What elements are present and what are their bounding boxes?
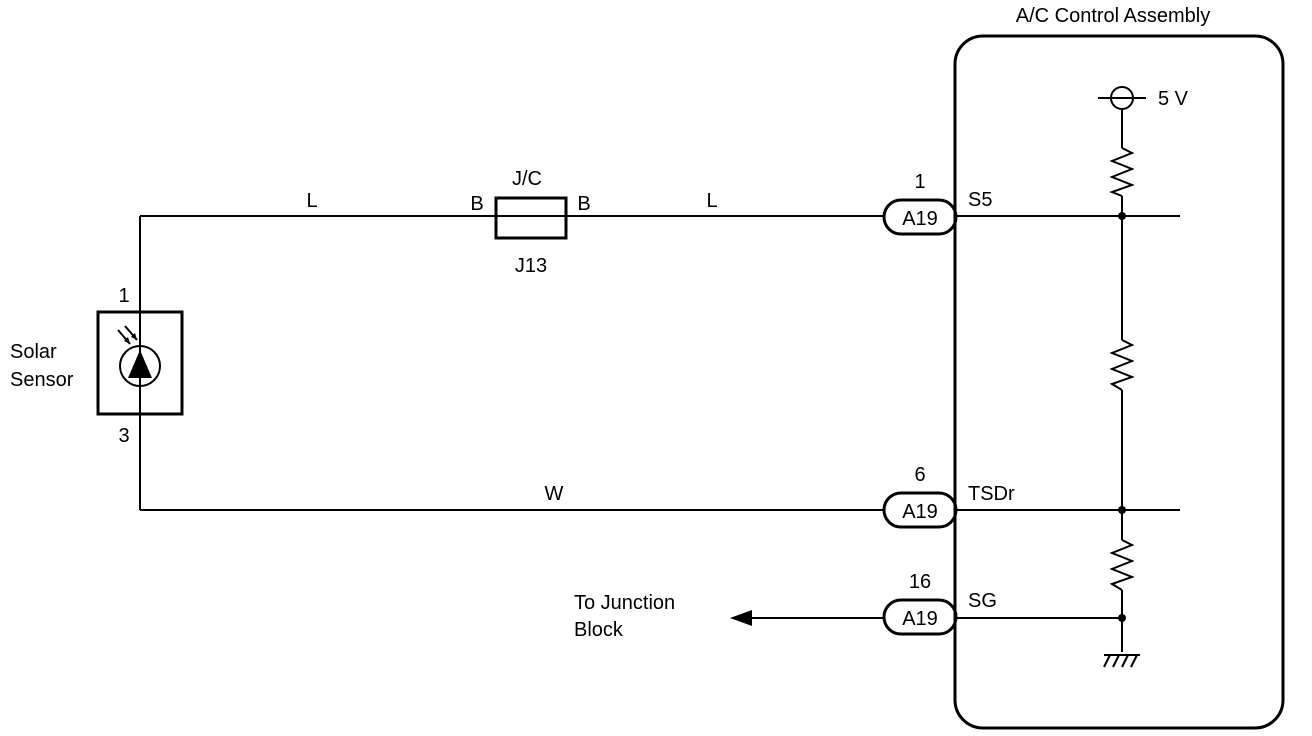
photodiode-icon (117, 325, 161, 387)
destination-line2: Block (574, 619, 624, 641)
signal-label-s5: S5 (968, 189, 992, 211)
sensor-name-line2: Sensor (10, 369, 74, 391)
resistor-middle (1109, 339, 1135, 391)
supply-label: 5 V (1158, 88, 1189, 110)
junction-label-top: J/C (512, 168, 542, 190)
wire-color-top-left: L (306, 190, 317, 212)
arrow-left-icon (730, 610, 752, 626)
junction-wire-right: B (577, 193, 590, 215)
signal-label-sg: SG (968, 590, 997, 612)
assembly-box (953, 34, 1285, 730)
pin-number-6: 6 (914, 464, 925, 486)
signal-label-tsdr: TSDr (968, 483, 1015, 505)
resistor-top (1109, 147, 1135, 197)
junction-wire-left: B (470, 193, 483, 215)
supply-symbol (1098, 86, 1146, 110)
assembly-title: A/C Control Assembly (1016, 5, 1211, 27)
sensor-pin-top: 1 (118, 285, 129, 307)
connector-label-pin16: A19 (902, 608, 938, 630)
destination-line1: To Junction (574, 592, 675, 614)
pin-number-16: 16 (909, 571, 931, 593)
pin-number-1: 1 (914, 171, 925, 193)
connector-label-pin6: A19 (902, 501, 938, 523)
sensor-name-line1: Solar (10, 341, 57, 363)
wire-color-middle: W (545, 483, 564, 505)
ground-icon (1103, 654, 1140, 668)
junction-connector (494, 196, 568, 240)
junction-label-bottom: J13 (515, 255, 547, 277)
connector-label-pin1: A19 (902, 208, 938, 230)
resistor-bottom (1109, 539, 1135, 591)
wire-color-top-right: L (706, 190, 717, 212)
sensor-pin-bottom: 3 (118, 425, 129, 447)
